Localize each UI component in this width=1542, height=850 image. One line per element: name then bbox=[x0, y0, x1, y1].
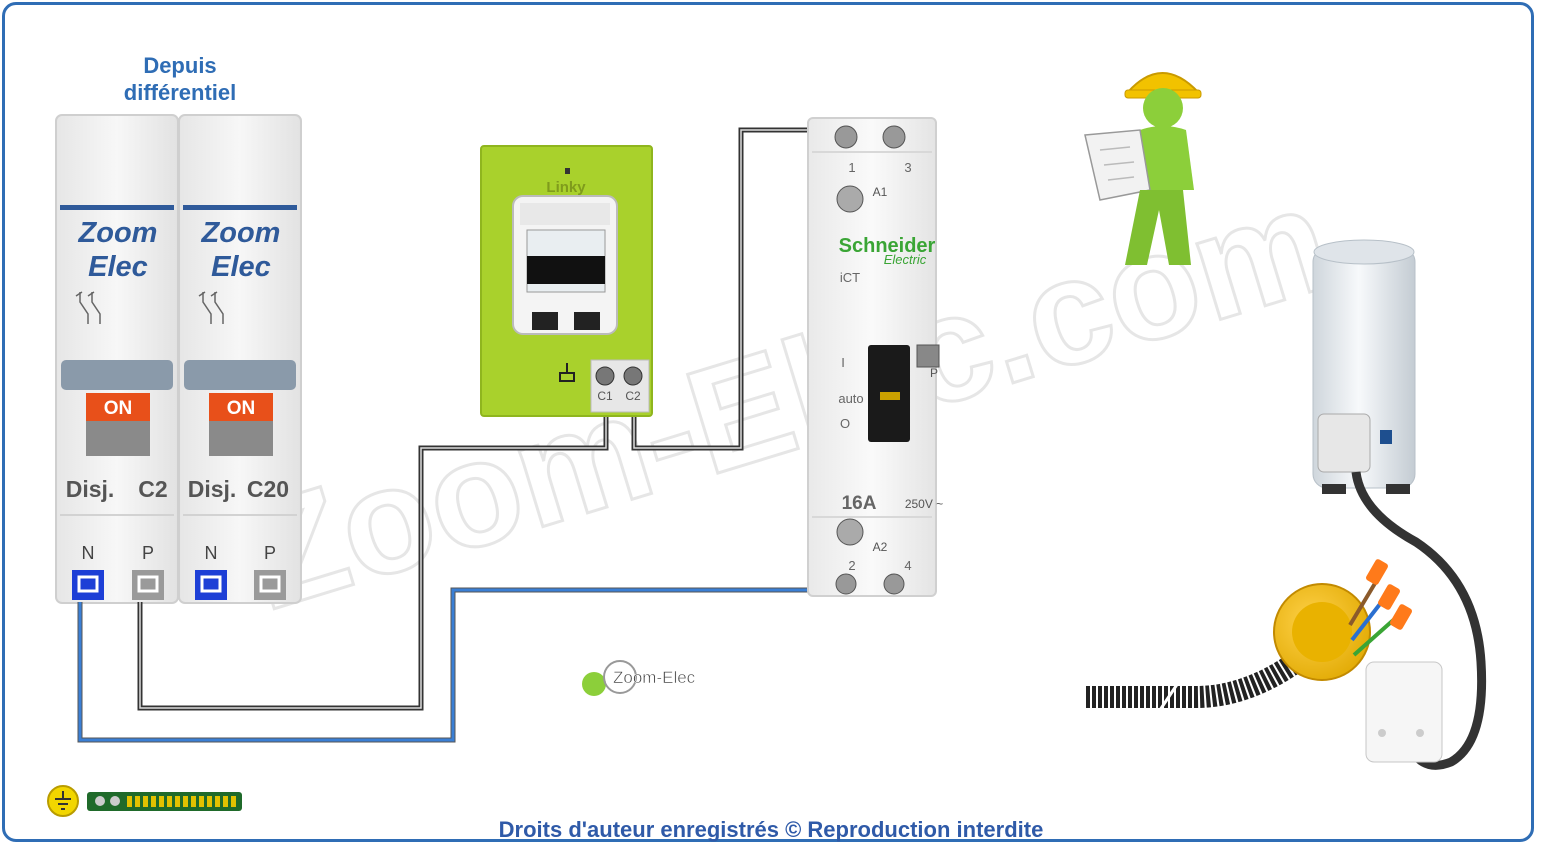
terminal-p[interactable] bbox=[132, 570, 164, 600]
contactor-ict: 1 3 A1 Schneider Electric iCT I auto O P… bbox=[807, 117, 943, 597]
linky-terminal-c1[interactable] bbox=[595, 366, 615, 386]
breaker-symbol-icon bbox=[75, 291, 101, 324]
terminal-label-p: P bbox=[142, 543, 154, 563]
breaker-symbol-icon bbox=[198, 291, 224, 324]
contactor-terminal-2[interactable] bbox=[835, 573, 857, 595]
terminal-n[interactable] bbox=[72, 570, 104, 600]
earth-bar-icon bbox=[47, 785, 242, 817]
linky-display bbox=[527, 256, 605, 284]
header-depuis: Depuis bbox=[143, 53, 216, 78]
contactor-model: iCT bbox=[840, 270, 860, 285]
contactor-brand-sub: Electric bbox=[884, 252, 927, 267]
outlet-plate bbox=[1365, 661, 1443, 763]
terminal-label-p: P bbox=[264, 543, 276, 563]
contactor-terminal-3[interactable] bbox=[882, 125, 906, 149]
contactor-label-p: P bbox=[930, 366, 938, 380]
breaker-state: ON bbox=[104, 398, 133, 419]
contactor-rating: 16A bbox=[842, 493, 877, 514]
contactor-label-1: 1 bbox=[848, 160, 855, 175]
contactor-label-a1: A1 bbox=[873, 185, 888, 199]
small-logo-text: Zoom-Elec bbox=[613, 668, 696, 687]
breaker-on-indicator bbox=[209, 393, 273, 421]
contactor-terminal-1[interactable] bbox=[834, 125, 858, 149]
water-heater-icon bbox=[1312, 239, 1487, 770]
linky-label-c2: C2 bbox=[625, 389, 641, 403]
contactor-terminal-a2[interactable] bbox=[836, 518, 864, 546]
terminal-label-n: N bbox=[205, 543, 218, 563]
breaker-prefix: Disj. bbox=[66, 476, 115, 502]
contactor-label-4: 4 bbox=[904, 558, 911, 573]
breaker-brand-zoom: Zoom bbox=[78, 217, 158, 249]
breaker-c20: Zoom Elec ON Disj. C20 N P bbox=[178, 114, 302, 604]
zoom-elec-logo-icon: Zoom-Elec bbox=[582, 660, 696, 696]
contactor-pos-o: O bbox=[840, 416, 850, 431]
contactor-brand: Schneider bbox=[839, 235, 936, 257]
contactor-terminal-4[interactable] bbox=[883, 573, 905, 595]
linky-output-symbol-icon bbox=[559, 363, 575, 382]
linky-label-c1: C1 bbox=[597, 389, 613, 403]
breaker-lever[interactable] bbox=[61, 360, 173, 390]
copyright-footer: Droits d'auteur enregistrés © Reproducti… bbox=[499, 817, 1044, 842]
breaker-brand-elec: Elec bbox=[88, 251, 148, 283]
contactor-label-a2: A2 bbox=[873, 540, 888, 554]
breaker-prefix: Disj. bbox=[188, 476, 237, 502]
contactor-voltage: 250V ~ bbox=[905, 497, 943, 511]
junction-box-icon bbox=[1086, 559, 1443, 763]
linky-terminal-c2[interactable] bbox=[623, 366, 643, 386]
breaker-c2: Zoom Elec ON Disj. C2 N P bbox=[55, 114, 179, 604]
breaker-state: ON bbox=[227, 398, 256, 419]
contactor-terminal-a1[interactable] bbox=[836, 185, 864, 213]
contactor-pos-i: I bbox=[841, 355, 845, 370]
contactor-pos-auto: auto bbox=[838, 391, 863, 406]
terminal-n[interactable] bbox=[195, 570, 227, 600]
header-differentiel: différentiel bbox=[124, 80, 236, 105]
contactor-label-2: 2 bbox=[848, 558, 855, 573]
linky-brand: Linky bbox=[546, 179, 586, 196]
terminal-label-n: N bbox=[82, 543, 95, 563]
contactor-label-3: 3 bbox=[904, 160, 911, 175]
breaker-rating: C2 bbox=[138, 476, 167, 502]
breaker-brand-zoom: Zoom bbox=[201, 217, 281, 249]
electrician-figure-icon bbox=[1084, 72, 1202, 265]
linky-meter: Linky C1 C2 bbox=[480, 145, 653, 417]
breaker-on-indicator bbox=[86, 393, 150, 421]
terminal-p[interactable] bbox=[254, 570, 286, 600]
breaker-rating: C20 bbox=[247, 476, 289, 502]
breaker-lever[interactable] bbox=[184, 360, 296, 390]
breaker-brand-elec: Elec bbox=[211, 251, 271, 283]
